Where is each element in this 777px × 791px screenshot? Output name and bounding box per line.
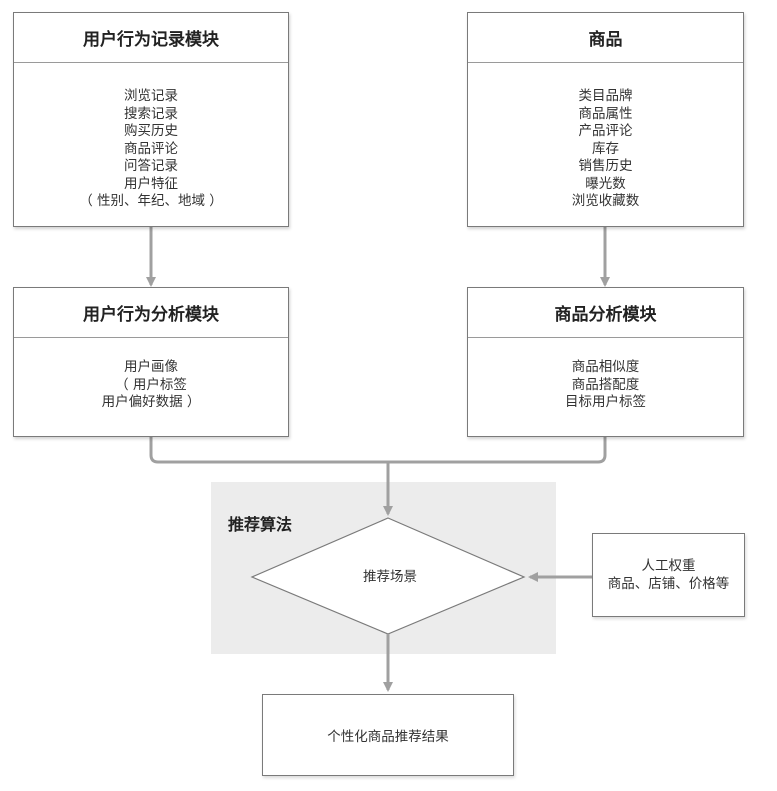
box-content: 商品相似度 商品搭配度 目标用户标签: [468, 338, 743, 412]
manual-weight-title: 人工权重: [641, 558, 696, 574]
box-title: 商品: [468, 13, 743, 63]
algorithm-title: 推荐算法: [228, 515, 293, 534]
list-item: 类目品牌: [578, 88, 633, 104]
user-behavior-record-box: 用户行为记录模块 浏览记录 搜索记录 购买历史 商品评论 问答记录 用户特征 （…: [13, 12, 289, 227]
list-item: 用户画像: [124, 359, 178, 375]
box-content: 类目品牌 商品属性 产品评论 库存 销售历史 曝光数 浏览收藏数: [468, 63, 743, 211]
list-item: 用户偏好数据 ）: [101, 394, 201, 410]
list-item: 搜索记录: [124, 105, 178, 122]
merge-line: [149, 437, 607, 464]
list-item: 目标用户标签: [565, 394, 646, 410]
manual-weight-box: 人工权重 商品、店铺、价格等: [592, 533, 745, 617]
list-item: （ 性别、年纪、地域 ）: [79, 193, 223, 209]
box-title: 商品分析模块: [468, 288, 743, 338]
list-item: 浏览收藏数: [571, 193, 640, 209]
result-box: 个性化商品推荐结果: [262, 694, 514, 776]
list-item: 库存: [592, 140, 619, 157]
list-item: 购买历史: [124, 123, 178, 139]
box-content: 用户画像 （ 用户标签 用户偏好数据 ）: [14, 338, 288, 412]
product-box: 商品 类目品牌 商品属性 产品评论 库存 销售历史 曝光数 浏览收藏数: [467, 12, 744, 227]
list-item: 问答记录: [124, 158, 178, 174]
decision-label: 推荐场景: [363, 569, 417, 585]
list-item: 用户特征: [124, 175, 178, 192]
user-behavior-analysis-box: 用户行为分析模块 用户画像 （ 用户标签 用户偏好数据 ）: [13, 287, 289, 437]
box-content: 浏览记录 搜索记录 购买历史 商品评论 问答记录 用户特征 （ 性别、年纪、地域…: [14, 63, 288, 211]
list-item: 销售历史: [578, 158, 633, 174]
list-item: 商品搭配度: [571, 376, 640, 393]
list-item: 商品属性: [578, 105, 633, 122]
product-analysis-box: 商品分析模块 商品相似度 商品搭配度 目标用户标签: [467, 287, 744, 437]
list-item: 曝光数: [585, 175, 626, 192]
box-title: 用户行为分析模块: [14, 288, 288, 338]
list-item: 商品相似度: [571, 359, 640, 375]
list-item: 浏览记录: [124, 88, 178, 104]
manual-weight-detail: 商品、店铺、价格等: [607, 576, 730, 592]
list-item: （ 用户标签: [115, 376, 187, 393]
list-item: 商品评论: [124, 140, 178, 157]
list-item: 产品评论: [578, 123, 633, 139]
box-title: 用户行为记录模块: [14, 13, 288, 63]
result-label: 个性化商品推荐结果: [327, 729, 449, 745]
